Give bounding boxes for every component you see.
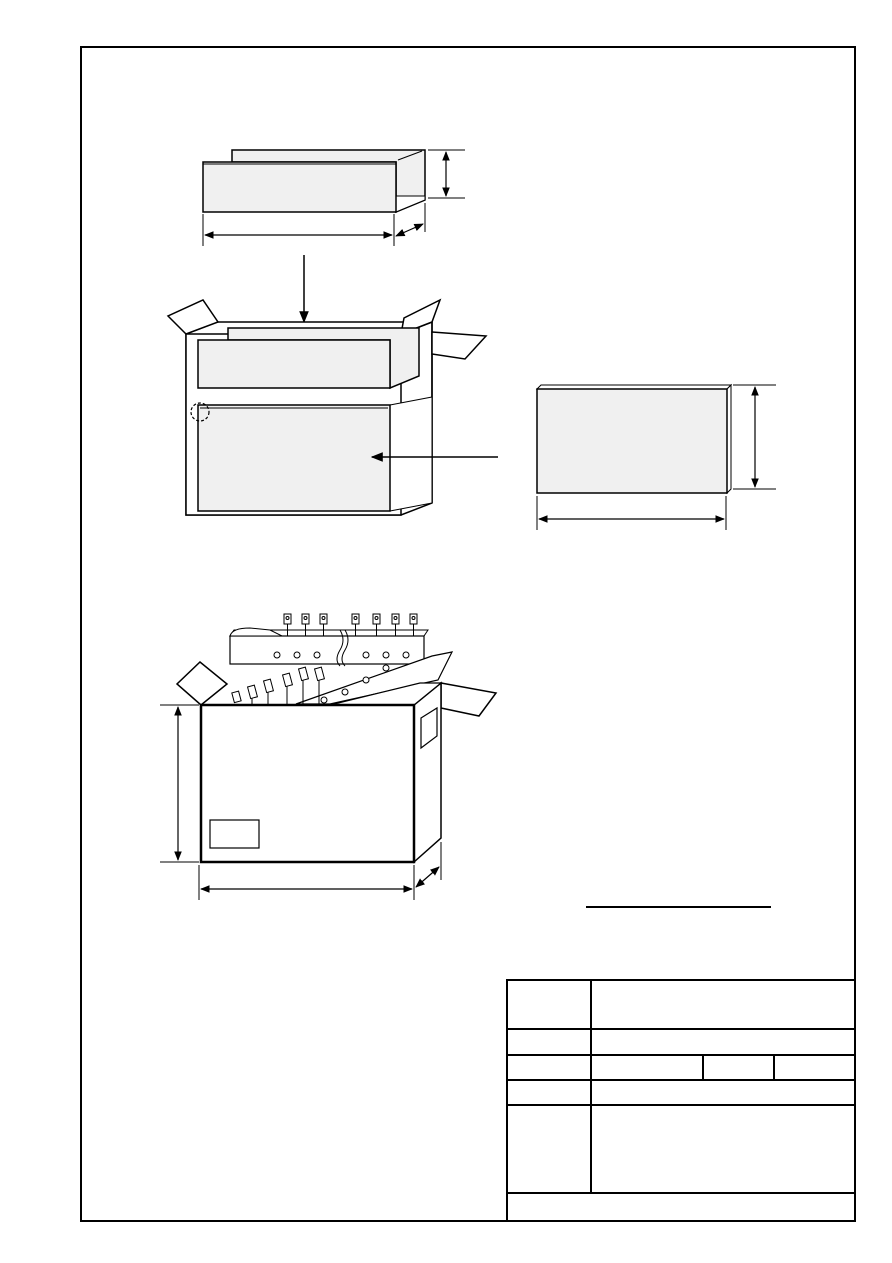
detail-marker-circle [190, 402, 210, 422]
box-right-flap [431, 331, 488, 360]
terminal [283, 613, 292, 636]
title-block-frame [506, 979, 856, 1222]
inner-tray-front [197, 339, 391, 389]
packed-box-right-flap [440, 682, 498, 717]
packed-depth-dimension [415, 866, 440, 888]
inner-panel-side [389, 396, 433, 512]
side-label-area [420, 706, 438, 750]
terminal [246, 684, 259, 705]
strip-hole [402, 651, 410, 659]
inner-panel-front [197, 404, 391, 512]
drawing-frame [80, 46, 856, 1222]
strip-front-face [229, 635, 425, 665]
inner-terminal-row [231, 666, 326, 705]
terminal [262, 678, 275, 705]
tray-insert-view [202, 149, 465, 246]
tray-back-inner-line [397, 150, 423, 161]
tilted-strip-hole [320, 696, 328, 704]
title-block [506, 979, 856, 1222]
terminal [372, 613, 381, 636]
strip-hole [382, 651, 390, 659]
strip-hole [362, 651, 370, 659]
box-back-right-flap [400, 298, 442, 336]
tilted-strip-hole [341, 688, 349, 696]
terminal [231, 690, 242, 704]
packed-box-left-flap [175, 661, 229, 706]
terminal [319, 613, 328, 636]
strip-break-line [341, 629, 349, 667]
box-with-inserts-view [166, 298, 488, 516]
component-strip [229, 627, 429, 667]
front-label-area [209, 819, 260, 849]
terminal [391, 613, 400, 636]
terminal [313, 666, 326, 705]
terminal-row [283, 613, 418, 636]
box-left-flap [166, 299, 220, 335]
strip-hole [273, 651, 281, 659]
panel-face [536, 388, 728, 494]
tilted-strip-hole [382, 664, 390, 672]
strip-hole [293, 651, 301, 659]
strip-hole [313, 651, 321, 659]
terminal [409, 613, 418, 636]
packed-box-view [160, 613, 498, 900]
panel-insert-view [535, 383, 776, 530]
tray-floor [395, 195, 426, 213]
tilted-strip-hole [362, 676, 370, 684]
terminal [301, 613, 310, 636]
terminal [351, 613, 360, 636]
tray-front-panel [202, 161, 397, 213]
strip-break-line [336, 629, 344, 667]
tray-depth-dimension [395, 223, 424, 237]
strip-cover [229, 627, 283, 637]
terminal [297, 666, 310, 705]
terminal [281, 672, 294, 705]
